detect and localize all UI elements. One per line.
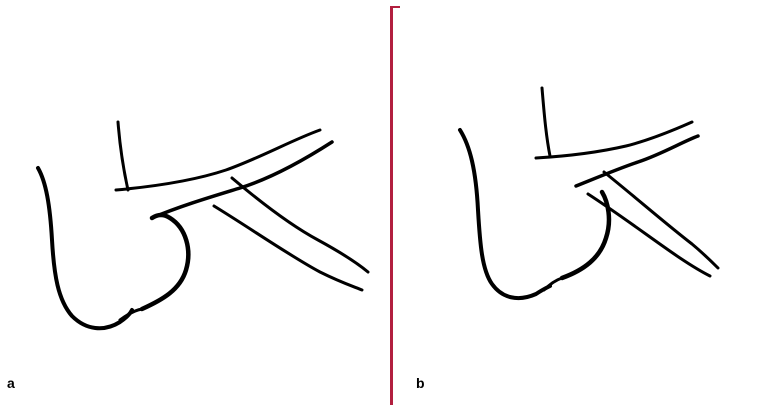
- notch-stroke: [544, 278, 562, 290]
- panel-b: b: [400, 0, 777, 405]
- panel-label-b: b: [416, 375, 425, 391]
- vertical-spike: [118, 122, 128, 190]
- branch-upper: [232, 178, 368, 272]
- panel-label-a: a: [7, 375, 15, 391]
- upper-band: [116, 130, 320, 190]
- left-lobe-outline: [460, 130, 550, 298]
- line-drawing-a: [0, 0, 390, 405]
- inner-lobe-outline: [142, 215, 188, 309]
- branch-lower: [214, 206, 362, 290]
- upper-band: [536, 122, 692, 158]
- vertical-spike: [542, 88, 550, 156]
- lower-band: [152, 142, 332, 218]
- panel-a: a: [0, 0, 390, 405]
- panel-divider-left: [390, 6, 393, 405]
- branch-upper: [604, 172, 718, 268]
- line-drawing-b: [400, 0, 777, 405]
- left-lobe-outline: [38, 168, 132, 328]
